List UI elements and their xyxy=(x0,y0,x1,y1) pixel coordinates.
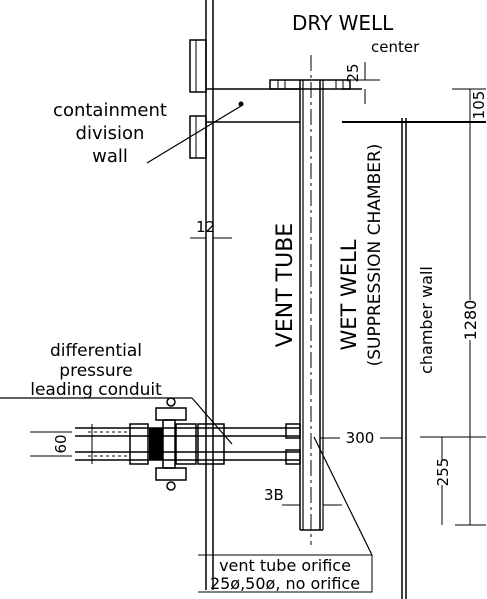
suppression-chamber-label: (SUPPRESSION CHAMBER) xyxy=(365,144,385,367)
containment-label-line1: containment xyxy=(53,100,167,121)
conduit-assembly xyxy=(75,397,301,491)
center-label: center xyxy=(371,38,420,56)
dim-60: 60 xyxy=(52,434,70,453)
orifice-label-line1: vent tube orifice xyxy=(219,556,351,575)
chamber-wall-line xyxy=(401,118,407,599)
dim-3b: 3B xyxy=(264,486,284,504)
dim-300: 300 xyxy=(346,429,375,447)
diff-label-line2: pressure xyxy=(59,361,132,381)
diff-label-line1: differential xyxy=(50,341,142,361)
containment-label-line2: division xyxy=(76,123,145,144)
dim-12: 12 xyxy=(196,218,215,236)
dim-25: 25 xyxy=(344,63,362,82)
dimension-lines xyxy=(30,62,486,526)
containment-label-line3: wall xyxy=(92,146,128,167)
dry-well-label: DRY WELL xyxy=(292,11,394,35)
wet-well-label: WET WELL xyxy=(337,239,361,350)
orifice-label-line2: 25ø,50ø, no orifice xyxy=(210,574,360,593)
dim-105: 105 xyxy=(470,91,487,120)
vent-tube-top-flange xyxy=(269,79,351,90)
division-plate xyxy=(206,88,486,123)
leader-lines xyxy=(0,105,373,593)
vent-tube-label: VENT TUBE xyxy=(273,223,298,347)
reference-dot xyxy=(238,101,244,107)
dim-255: 255 xyxy=(434,458,452,487)
dim-1280: 1280 xyxy=(461,300,480,341)
chamber-wall-label: chamber wall xyxy=(417,266,436,374)
diff-label-line3: leading conduit xyxy=(30,380,162,400)
